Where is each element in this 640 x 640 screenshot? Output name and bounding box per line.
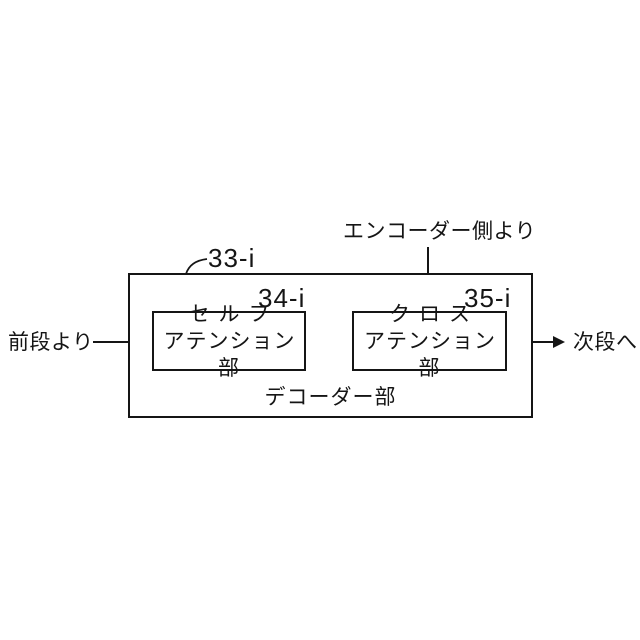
cross-attention-label-line2: アテンション部 bbox=[364, 328, 496, 380]
prev-stage-label: 前段より bbox=[8, 330, 94, 354]
encoder-side-label: エンコーダー側より bbox=[343, 219, 537, 243]
self-attention-label-line1: セルフ bbox=[188, 301, 279, 326]
ref-label-35-i: 35-i bbox=[464, 283, 512, 313]
leader-line-33-i bbox=[185, 258, 208, 275]
decoder-caption: デコーダー部 bbox=[264, 385, 397, 409]
cross-attention-label-line1: クロス bbox=[389, 301, 479, 326]
ref-label-33-i: 33-i bbox=[208, 243, 256, 273]
self-attention-box: セルフ アテンション部 bbox=[152, 302, 306, 380]
ref-label-34-i: 34-i bbox=[258, 283, 306, 313]
self-attention-label-line2: アテンション部 bbox=[163, 328, 296, 380]
next-stage-label: 次段へ bbox=[573, 330, 638, 354]
cross-attention-box: クロス アテンション部 bbox=[352, 302, 507, 380]
